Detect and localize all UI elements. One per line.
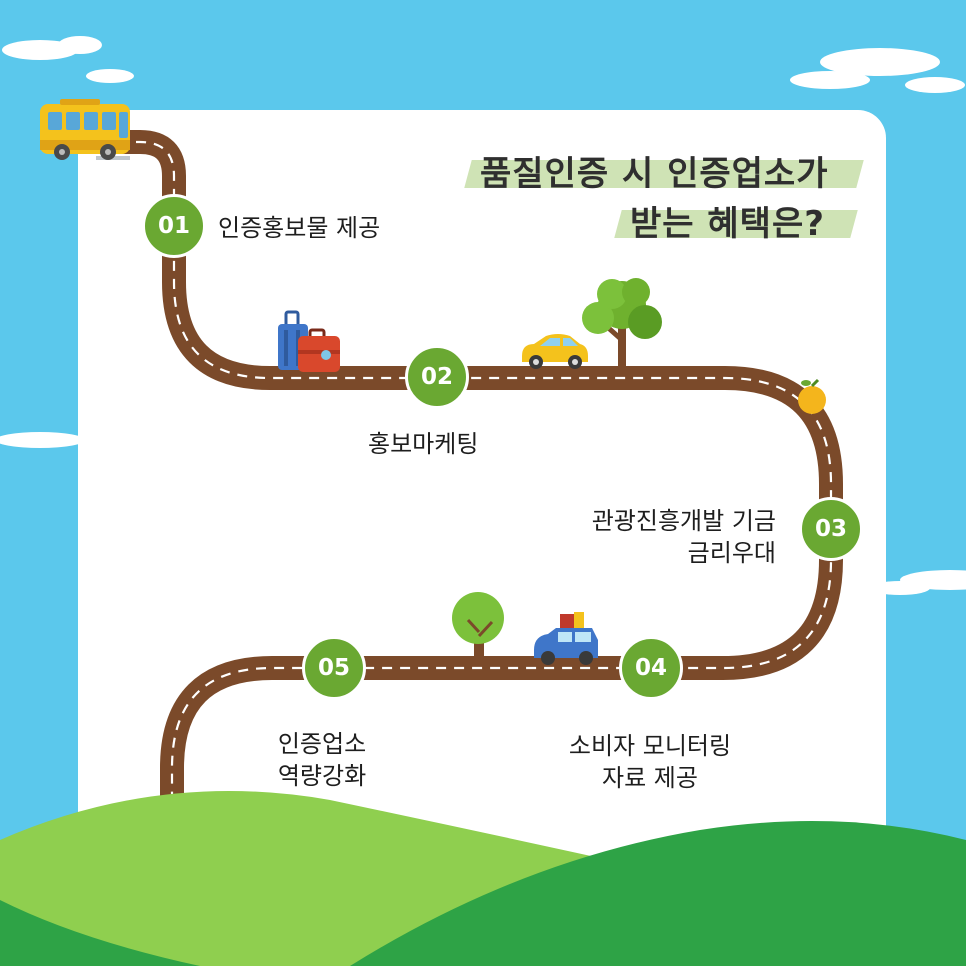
step-badge-02: 02 [405,345,469,409]
car-with-luggage-icon [534,612,598,665]
step-label-01: 인증홍보물 제공 [218,212,380,244]
hill-dark [350,821,966,966]
hill-dark-left [0,900,200,966]
tree-icon [582,278,662,372]
step-label-05: 인증업소 역량강화 [262,728,382,792]
step-label-04-line-1: 소비자 모니터링 [568,732,732,760]
title-text-1: 품질인증 시 인증업소가 [480,154,829,194]
cloud-icon [0,36,966,595]
step-label-02: 홍보마케팅 [368,428,478,460]
step-label-05-line-2: 역량강화 [277,762,367,790]
car-icon [522,334,588,369]
tree-icon [452,592,504,664]
step-badge-03: 03 [799,497,863,561]
step-label-03-line-1: 관광진흥개발 기금 [591,507,776,535]
title-text-2: 받는 혜택은? [630,204,825,244]
step-label-05-line-1: 인증업소 [277,730,367,758]
content-card [78,110,886,910]
road-dashes [100,140,833,905]
title-line-2: 받는 혜택은? [614,196,858,245]
title-line-1: 품질인증 시 인증업소가 [464,146,864,195]
step-label-04: 소비자 모니터링 자료 제공 [560,730,740,794]
step-label-02-line-1: 홍보마케팅 [368,430,479,458]
step-badge-01: 01 [142,194,206,258]
step-badge-04: 04 [619,636,683,700]
orange-icon [798,378,826,414]
step-label-01-line-1: 인증홍보물 제공 [218,214,381,242]
luggage-icon [278,310,340,372]
step-badge-05: 05 [302,636,366,700]
bus-icon [40,99,130,160]
step-label-04-line-2: 자료 제공 [602,764,698,792]
step-label-03-line-2: 금리우대 [687,539,776,567]
step-label-03: 관광진흥개발 기금 금리우대 [592,505,776,569]
